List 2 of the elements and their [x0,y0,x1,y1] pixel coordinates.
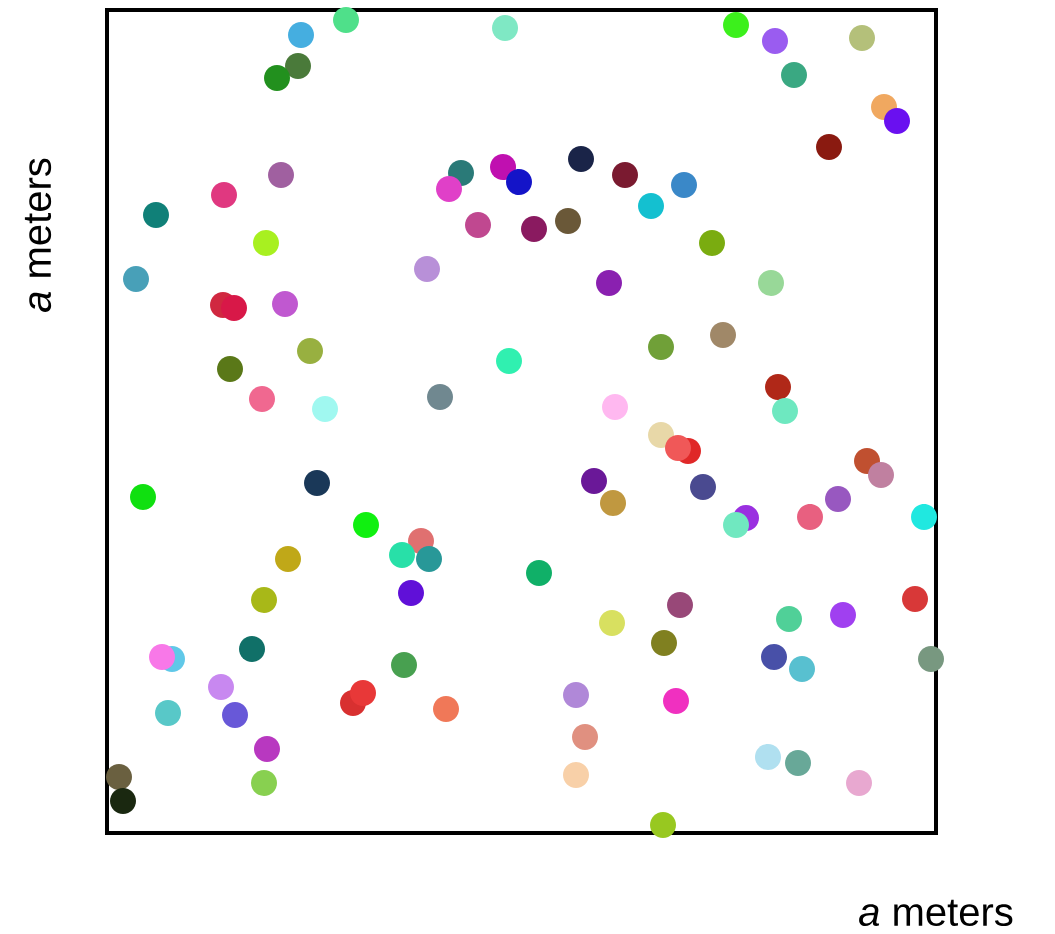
axis-label: a meters [24,158,52,312]
axis-label: a meters [859,899,1013,927]
